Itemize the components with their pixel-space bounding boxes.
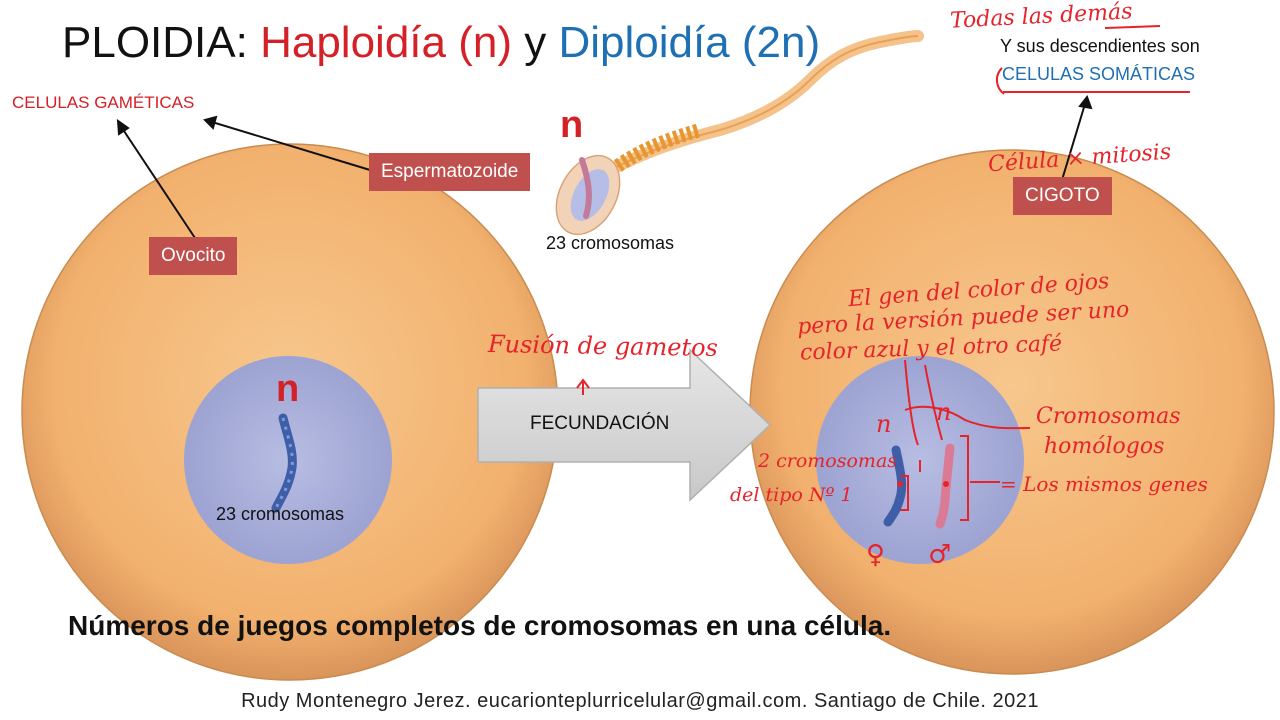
- male-symbol-icon: ♂: [928, 540, 952, 570]
- title-diploidia: Diploidía (2n): [558, 18, 821, 67]
- footer-credit: Rudy Montenegro Jerez. eucarionteplurric…: [241, 690, 1039, 712]
- handwritten-strokes: [576, 25, 1190, 521]
- sperm-n-label: n: [560, 104, 584, 146]
- ovocito-tag: Ovocito: [149, 237, 238, 275]
- title-ploidia: PLOIDIA:: [62, 18, 261, 67]
- hand-mismos-genes: = Los mismos genes: [1000, 472, 1208, 496]
- hand-fusion: Fusión de gametos: [487, 329, 719, 363]
- definition-text: Números de juegos completos de cromosoma…: [68, 610, 892, 641]
- female-symbol-icon: ♀: [866, 540, 886, 570]
- somatic-line1: Y sus descendientes son: [1000, 36, 1200, 56]
- title-haploidia: Haploidía (n): [260, 18, 512, 67]
- ovum-n-label: n: [276, 368, 300, 410]
- ovum-chromosomes-label: 23 cromosomas: [216, 504, 345, 524]
- espermatozoide-drawing: [555, 30, 924, 236]
- espermatozoide-tag: Espermatozoide: [369, 153, 531, 191]
- cigoto-chromosome-pink: [935, 443, 955, 529]
- pointer-arrows: [116, 94, 1093, 239]
- cigoto-tag: CIGOTO: [1013, 177, 1112, 215]
- hand-n-left: n: [876, 410, 892, 438]
- hand-n-right: n: [936, 398, 952, 426]
- page-title: PLOIDIA: Haploidía (n) y Diploidía (2n): [62, 18, 820, 68]
- fecundacion-arrow: [477, 348, 772, 502]
- title-connector: y: [511, 18, 559, 67]
- hand-homologos-1: Cromosomas: [1036, 404, 1181, 429]
- hand-homologos-2: homólogos: [1044, 434, 1165, 459]
- hand-tipo: del tipo Nº 1: [730, 484, 853, 506]
- sperm-chromosomes-label: 23 cromosomas: [546, 233, 675, 253]
- cigoto-chromosome-blue: [883, 445, 907, 527]
- fecundacion-label: FECUNDACIÓN: [530, 413, 670, 434]
- gameticas-label: CELULAS GAMÉTICAS: [12, 93, 195, 112]
- somatic-line2: CELULAS SOMÁTICAS: [1002, 64, 1196, 84]
- hand-dos-cromosomas: 2 cromosomas: [758, 450, 898, 472]
